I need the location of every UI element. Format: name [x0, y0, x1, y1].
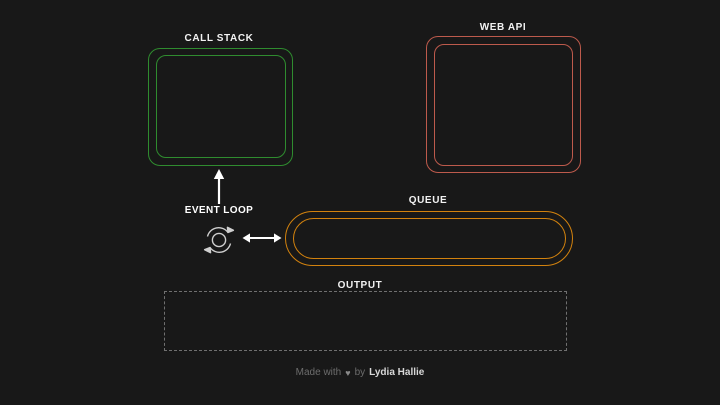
footer-credit: Made with ♥ by Lydia Hallie: [296, 367, 425, 378]
output-panel[interactable]: [164, 291, 567, 351]
call-stack-panel[interactable]: [156, 55, 286, 158]
footer-prefix: Made with: [295, 367, 342, 378]
web-api-panel-outer: [426, 36, 581, 173]
queue-panel[interactable]: [293, 218, 566, 259]
output-title: OUTPUT: [337, 280, 383, 291]
call-stack-panel-outer: [148, 48, 293, 166]
web-api-panel[interactable]: [434, 44, 573, 166]
queue-title: QUEUE: [408, 195, 448, 206]
footer-middle: by: [354, 367, 366, 378]
arrow-up-icon: [206, 168, 232, 204]
loop-refresh-icon: [198, 219, 240, 261]
event-loop-label: EVENT LOOP: [184, 205, 254, 216]
web-api-title: WEB API: [479, 22, 527, 33]
call-stack-title: CALL STACK: [184, 33, 254, 44]
queue-panel-outer: [285, 211, 573, 266]
heart-icon: ♥: [345, 367, 351, 378]
arrow-left-right-icon: [242, 228, 282, 248]
footer-author: Lydia Hallie: [369, 367, 425, 378]
